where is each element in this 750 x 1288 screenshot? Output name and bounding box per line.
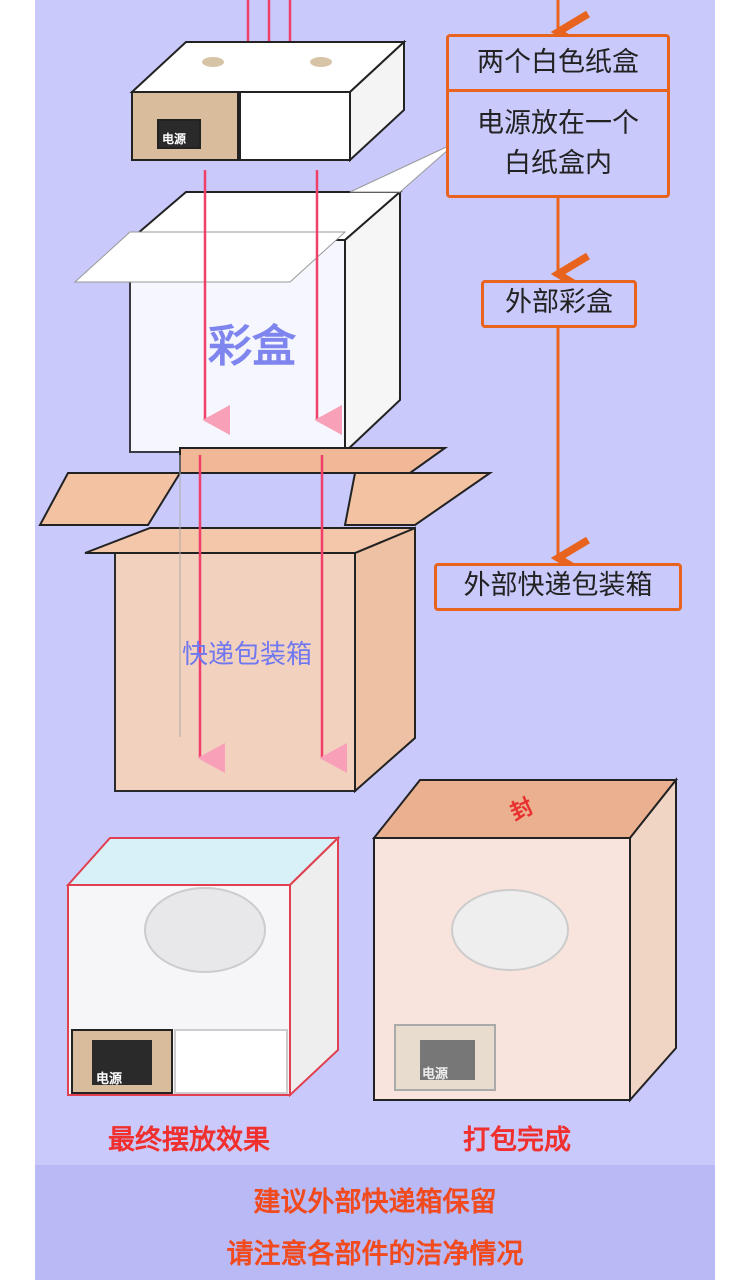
packed-box-illustration [371, 777, 679, 1103]
caption-final-placement: 最终摆放效果 [108, 1125, 270, 1156]
flow-step-shipping-box: 外部快递包装箱 [434, 563, 682, 611]
flow-step-white-boxes-detail-1: 电源放在一个 [477, 108, 639, 139]
flow-step-white-boxes: 两个白色纸盒 电源放在一个 白纸盒内 [446, 34, 670, 198]
notes-band [35, 1165, 715, 1280]
note-cleanliness: 请注意各部件的洁净情况 [226, 1239, 524, 1270]
flow-step-white-boxes-title: 两个白色纸盒 [449, 37, 667, 92]
two-white-boxes [129, 39, 407, 163]
power-label-top: 电源 [162, 132, 187, 146]
flow-step-white-boxes-detail-2: 白纸盒内 [504, 148, 612, 179]
color-box [73, 141, 458, 455]
final-placement-illustration [65, 835, 341, 1098]
note-keep-shipping-box: 建议外部快递箱保留 [253, 1187, 497, 1218]
color-box-label: 彩盒 [208, 321, 296, 372]
caption-packing-done: 打包完成 [463, 1125, 571, 1156]
shipping-box [38, 447, 494, 794]
flow-step-color-box: 外部彩盒 [481, 280, 637, 328]
power-adapter-icon [157, 119, 201, 149]
power-label-final: 电源 [96, 1072, 123, 1087]
shipping-box-label: 快递包装箱 [182, 640, 313, 670]
power-label-packed: 电源 [422, 1067, 449, 1082]
